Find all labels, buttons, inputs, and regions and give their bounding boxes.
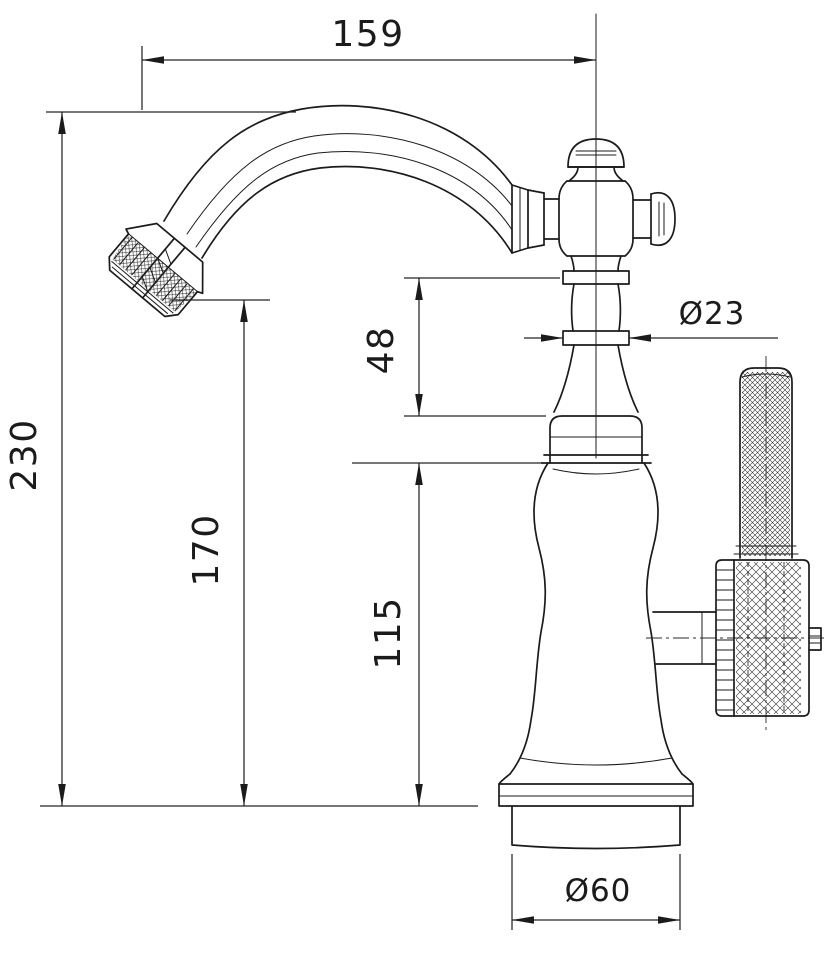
spout-aerator-head (108, 222, 204, 318)
dimension-arrows (58, 56, 680, 924)
dim-label-body-height: 115 (368, 596, 409, 669)
dimension-labels: 159 230 170 48 115 Ø23 Ø60 (4, 14, 746, 909)
mounting-collar (540, 415, 652, 464)
base-flange (498, 773, 694, 850)
spout (163, 104, 513, 259)
dimension-lines (40, 46, 778, 930)
dim-label-neck-section-height: 48 (361, 326, 402, 375)
faucet-body (509, 462, 683, 775)
side-handle (646, 356, 824, 730)
dim-label-overall-height: 230 (4, 418, 45, 491)
dim-label-base-diameter: Ø60 (565, 873, 632, 909)
dim-label-spout-outlet-height: 170 (186, 513, 227, 586)
dim-label-overall-width: 159 (331, 14, 404, 55)
dim-label-neck-diameter: Ø23 (679, 296, 746, 332)
cross-handle (511, 138, 676, 257)
neck (553, 255, 639, 413)
